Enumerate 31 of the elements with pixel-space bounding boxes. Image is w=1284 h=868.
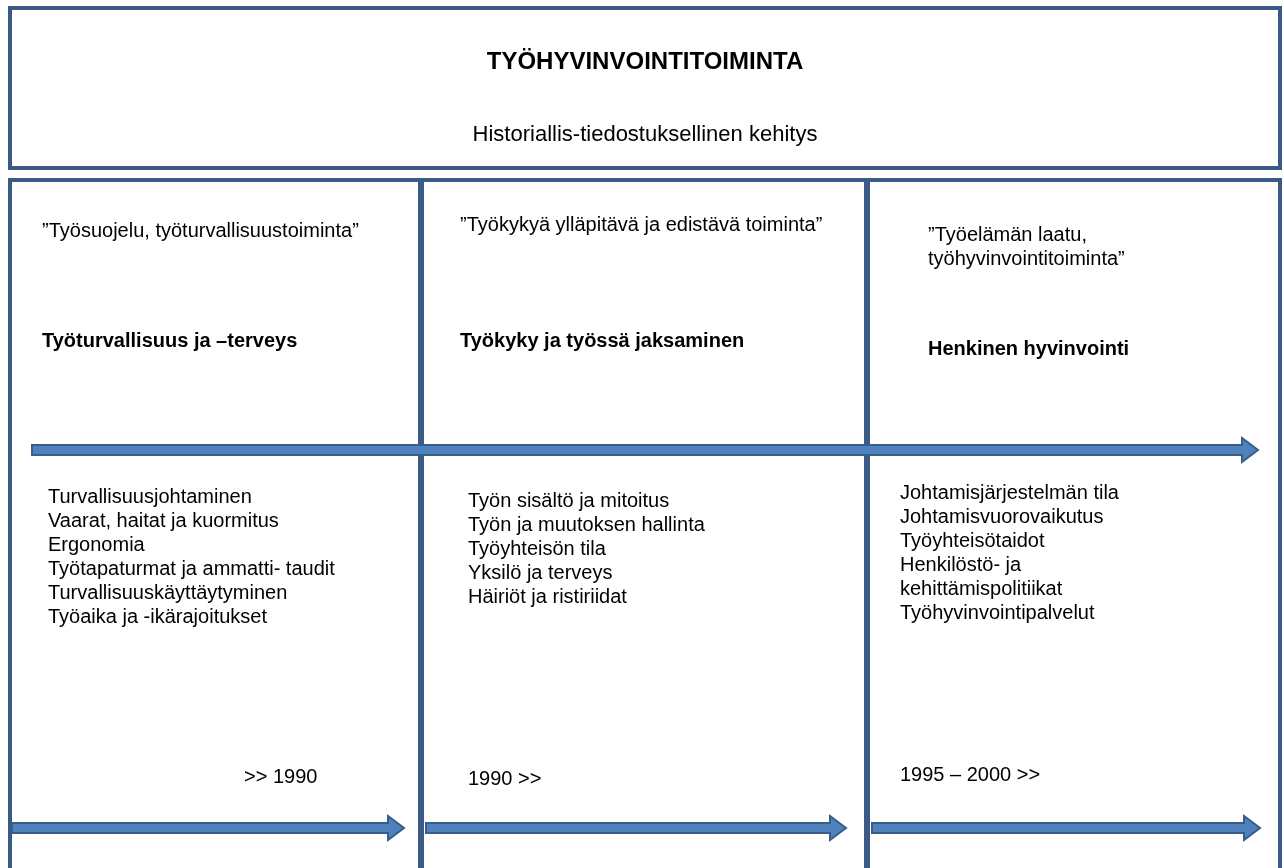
list-item: Työhyvinvointipalvelut — [900, 600, 1096, 624]
list-item: Yksilö ja terveys — [468, 560, 614, 584]
list-item: Johtamisvuorovaikutus — [900, 504, 1105, 528]
subtitle: Historiallis-tiedostuksellinen kehitys — [471, 120, 819, 148]
heading: Työkyky ja työssä jaksaminen — [460, 328, 745, 352]
list-item: Henkilöstö- ja kehittämispolitiikat — [900, 552, 1064, 600]
quote-text: ”Työkykyä ylläpitävä ja edistävä toiminta” — [460, 212, 824, 236]
list-item: Työyhteisön tila — [468, 536, 607, 560]
list-item: Vaarat, haitat ja kuormitus — [48, 508, 280, 532]
list-item: Työaika ja -ikärajoitukset — [48, 604, 268, 628]
column-panel — [8, 178, 422, 868]
list-item: Ergonomia — [48, 532, 146, 556]
list-item: Häiriöt ja ristiriidat — [468, 584, 628, 608]
header-box — [8, 6, 1282, 170]
column-panel — [866, 178, 1282, 868]
list-item: Johtamisjärjestelmän tila — [900, 480, 1120, 504]
date-label: 1995 – 2000 >> — [900, 762, 1041, 786]
title: TYÖHYVINVOINTITOIMINTA — [485, 46, 805, 76]
heading: Henkinen hyvinvointi — [928, 336, 1130, 360]
list-item: Työyhteisötaidot — [900, 528, 1046, 552]
column-panel — [420, 178, 868, 868]
list-item: Turvallisuuskäyttäytyminen — [48, 580, 289, 604]
heading: Työturvallisuus ja –terveys — [42, 328, 298, 352]
list-item: Työtapaturmat ja ammatti- taudit — [48, 556, 336, 580]
quote-text: ”Työsuojelu, työturvallisuustoiminta” — [42, 218, 360, 242]
list-item: Työn ja muutoksen hallinta — [468, 512, 706, 536]
list-item: Työn sisältö ja mitoitus — [468, 488, 671, 512]
list-item: Turvallisuusjohtaminen — [48, 484, 253, 508]
quote-text: ”Työelämän laatu, työhyvinvointitoiminta” — [928, 222, 1126, 270]
date-label: >> 1990 — [244, 764, 318, 788]
date-label: 1990 >> — [468, 766, 542, 790]
